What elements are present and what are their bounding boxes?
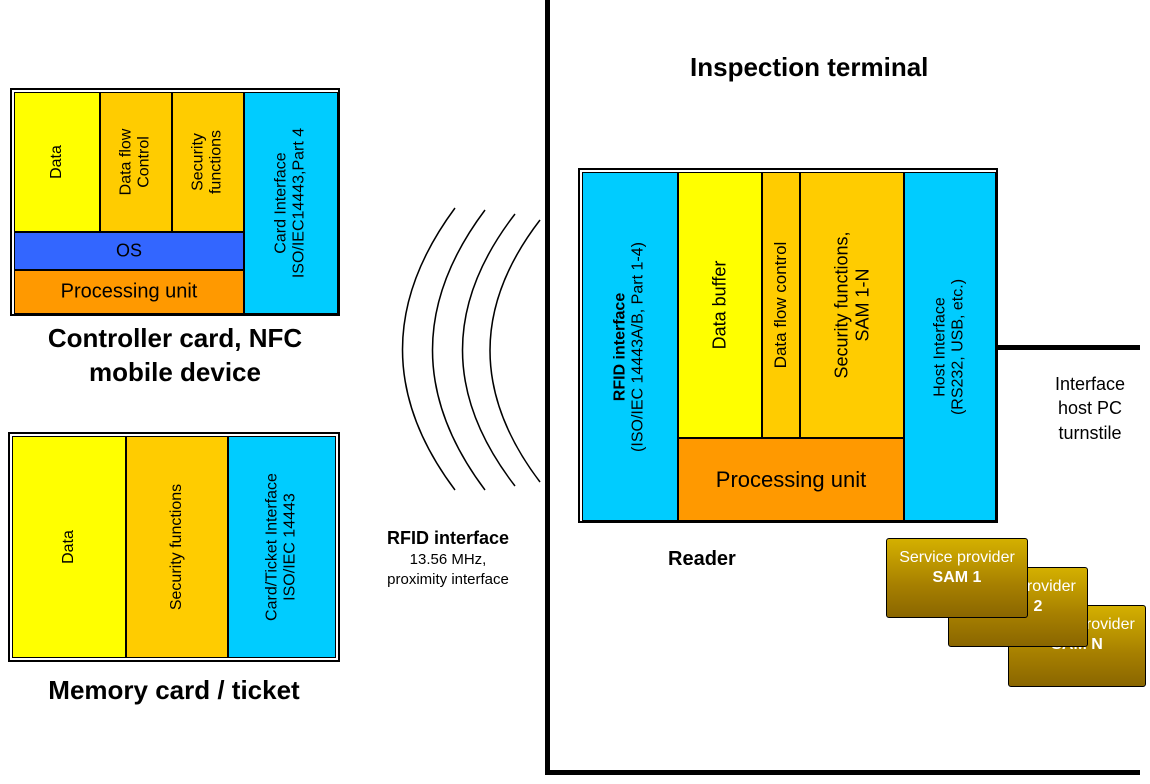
controller-data-block: Data: [14, 92, 100, 232]
controller-data-label: Data: [47, 145, 65, 179]
terminal-title: Inspection terminal: [690, 52, 929, 82]
rf-waves-icon: [401, 207, 541, 491]
controller-data-flow-block: Data flow Control: [100, 92, 172, 232]
reader-processing-block: Processing unit: [678, 438, 904, 521]
reader-rfid-interface-sub: (ISO/IEC 14443A/B, Part 1-4): [630, 241, 647, 452]
rfid-link-title: RFID interface: [386, 528, 510, 548]
memory-data-label: Data: [59, 530, 77, 564]
reader-label: Reader: [668, 548, 736, 570]
reader-rfid-interface-title: RFID interface: [611, 292, 629, 401]
rfid-link-line1: 13.56 MHz,: [409, 551, 487, 569]
reader-host-interface-block: Host Interface (RS232, USB, etc.): [904, 172, 996, 521]
controller-interface-label: Card Interface ISO/IEC14443,Part 4: [272, 127, 308, 279]
reader-rfid-interface-text: RFID interface (ISO/IEC 14443A/B, Part 1…: [612, 242, 649, 452]
rfid-link-line2: proximity interface: [387, 570, 509, 588]
controller-card: Data Data flow Control Security function…: [10, 88, 340, 316]
controller-os-label: OS: [115, 240, 142, 261]
interface-host-label: Interface host PC turnstile: [1054, 374, 1126, 443]
sam-1-provider: Service provider: [899, 549, 1015, 566]
controller-interface-block: Card Interface ISO/IEC14443,Part 4: [244, 92, 338, 314]
memory-security-block: Security functions: [126, 436, 228, 658]
controller-security-block: Security functions: [172, 92, 244, 232]
terminal-boundary-bottom: [545, 770, 1140, 775]
reader-data-flow-label: Data flow control: [771, 241, 791, 369]
controller-card-title: Controller card, NFC mobile device: [47, 323, 303, 387]
sam-card-1: Service provider SAM 1: [886, 538, 1028, 618]
reader-processing-label: Processing unit: [715, 466, 867, 492]
terminal-boundary-left: [545, 0, 550, 775]
controller-data-flow-label: Data flow Control: [117, 128, 153, 196]
host-connection-line: [998, 345, 1140, 350]
reader-security-block: Security functions, SAM 1-N: [800, 172, 904, 438]
controller-os-block: OS: [14, 232, 244, 270]
memory-card-title: Memory card / ticket: [48, 675, 300, 705]
memory-data-block: Data: [12, 436, 126, 658]
reader-rfid-interface-block: RFID interface (ISO/IEC 14443A/B, Part 1…: [582, 172, 678, 521]
reader-data-buffer-label: Data buffer: [709, 260, 730, 350]
reader-security-label: Security functions, SAM 1-N: [831, 231, 872, 379]
controller-processing-label: Processing unit: [60, 280, 198, 303]
memory-interface-label: Card/Ticket Interface ISO/IEC 14443: [263, 473, 299, 621]
controller-processing-block: Processing unit: [14, 270, 244, 314]
memory-card: Data Security functions Card/Ticket Inte…: [8, 432, 340, 662]
reader-box: RFID interface (ISO/IEC 14443A/B, Part 1…: [578, 168, 998, 523]
controller-security-label: Security functions: [189, 129, 225, 195]
reader-host-interface-label: Host Interface (RS232, USB, etc.): [931, 278, 967, 415]
reader-data-buffer-block: Data buffer: [678, 172, 762, 438]
reader-data-flow-block: Data flow control: [762, 172, 800, 438]
memory-security-label: Security functions: [167, 483, 185, 611]
sam-1-label: SAM 1: [932, 569, 982, 586]
rfid-link-label: RFID interface 13.56 MHz, proximity inte…: [358, 527, 538, 589]
memory-interface-block: Card/Ticket Interface ISO/IEC 14443: [228, 436, 336, 658]
